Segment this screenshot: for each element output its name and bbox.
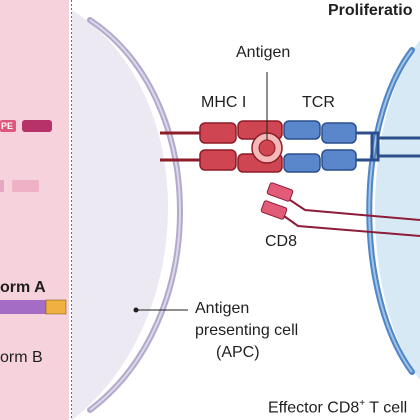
antigen-core xyxy=(258,139,276,157)
apc-label-line1: Antigen xyxy=(195,300,250,317)
header-title: Proliferatio xyxy=(328,2,413,19)
antigen-label: Antigen xyxy=(236,44,291,61)
tcr-domain-upper-left xyxy=(283,120,321,140)
t-cell-body xyxy=(375,40,420,380)
pink-small-chip xyxy=(0,180,4,192)
tcr-domain-lower-left xyxy=(283,153,321,173)
pe-chip-label: PE xyxy=(1,121,14,131)
tcr-domain-upper-right xyxy=(321,122,357,144)
apc-cell-membrane-inner xyxy=(89,19,181,411)
cd8-stalk-lower xyxy=(283,215,420,237)
left-panel-background xyxy=(0,0,69,420)
effector-cell-label: Effector CD8+ T cell xyxy=(268,398,407,417)
cd8-stalk-upper xyxy=(289,199,420,221)
tcr-label: TCR xyxy=(302,94,335,111)
form-a-orange-bar xyxy=(45,299,67,315)
tcr-domain-lower-right xyxy=(321,149,357,171)
mhc-label: MHC I xyxy=(201,94,247,111)
magenta-chip xyxy=(22,120,52,132)
tcr-stalk xyxy=(356,131,380,162)
cd8-label: CD8 xyxy=(265,233,298,250)
effector-label-suffix: T cell xyxy=(365,399,408,417)
mhc-domain-lower-left xyxy=(199,149,237,171)
form-a-label: orm A xyxy=(0,279,46,296)
form-a-purple-bar xyxy=(0,300,46,314)
mhc-domain-upper-left xyxy=(199,122,237,144)
apc-label-line2: presenting cell xyxy=(195,322,299,339)
apc-cell-body xyxy=(72,10,168,420)
cd8-domain-upper xyxy=(266,182,294,202)
form-b-label: orm B xyxy=(0,349,43,366)
effector-label-prefix: Effector CD8 xyxy=(268,399,360,417)
apc-label-line3: (APC) xyxy=(216,344,260,361)
pink-chip xyxy=(12,180,39,192)
pe-chip xyxy=(0,120,16,132)
cd8-domain-lower xyxy=(260,200,288,220)
effector-label-superscript: + xyxy=(359,398,366,409)
t-cell-membrane-inner xyxy=(368,49,413,373)
